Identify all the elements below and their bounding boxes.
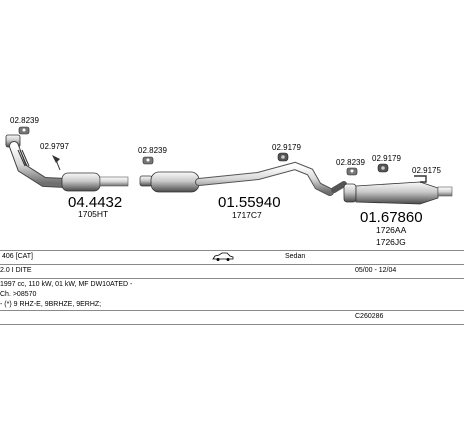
model-row: 406 [CAT] Sedan <box>0 250 464 264</box>
intermediate-pipe-fill <box>196 162 333 195</box>
body-type: Sedan <box>285 253 306 260</box>
center-silencer <box>150 171 200 193</box>
clamp-icon <box>18 126 30 135</box>
part-number[interactable]: 02.9179 <box>272 143 301 152</box>
part-number-main[interactable]: 04.4432 <box>68 194 122 211</box>
rear-silencer-assembly <box>331 181 453 205</box>
flex-joint <box>17 149 26 167</box>
front-pipe-assembly <box>5 134 129 192</box>
part-number[interactable]: 02.9797 <box>40 142 69 151</box>
engine-codes: - (*) 9 RHZ-E, 9BRHZE, 9ERHZ; <box>0 301 102 308</box>
cat-outlet-pipe <box>99 176 129 187</box>
oe-reference: 1717C7 <box>232 210 262 220</box>
center-silencer-assembly <box>139 161 334 196</box>
clamp-icon <box>142 156 154 165</box>
reference-row: C260286 <box>0 310 464 324</box>
tailpipe <box>437 186 453 197</box>
front-pipe-fill <box>10 142 70 187</box>
part-number[interactable]: 02.8239 <box>138 146 167 155</box>
flex-joint <box>19 149 28 167</box>
part-number[interactable]: 02.8239 <box>336 158 365 167</box>
rear-inlet-pipe <box>331 181 347 193</box>
chassis-number: Ch. >08570 <box>0 291 37 298</box>
clamp-icon <box>346 167 358 176</box>
part-number[interactable]: 02.9179 <box>372 154 401 163</box>
part-number-main[interactable]: 01.55940 <box>218 194 281 211</box>
engine-codes-row: - (*) 9 RHZ-E, 9BRHZE, 9ERHZ; <box>0 298 464 312</box>
catalytic-converter <box>61 172 101 192</box>
oe-reference: 1726AA <box>376 225 407 235</box>
rear-silencer <box>355 181 439 205</box>
bracket-icon <box>414 175 427 183</box>
bolt-icon <box>52 155 61 171</box>
part-number[interactable]: 02.8239 <box>10 116 39 125</box>
engine-specs: 1997 cc, 110 kW, 01 kW, MF DW10ATED - <box>0 281 133 288</box>
divider <box>0 278 464 279</box>
engine-row: 2.0 I DITE 05/00 - 12/04 <box>0 264 464 278</box>
divider <box>0 310 464 311</box>
exhaust-system-diagram: 02.8239 02.9797 04.4432 1705HT 02.8239 0… <box>5 116 453 247</box>
rubber-mount-icon <box>277 152 289 162</box>
flex-joint <box>21 149 30 167</box>
rubber-mount-icon <box>377 163 389 173</box>
flange <box>343 183 357 203</box>
car-sedan-icon <box>212 252 234 268</box>
part-number[interactable]: 02.9175 <box>412 166 441 175</box>
specs-row: 1997 cc, 110 kW, 01 kW, MF DW10ATED - <box>0 278 464 292</box>
production-dates: 05/00 - 12/04 <box>355 267 397 274</box>
oe-reference: 1705HT <box>78 209 108 219</box>
model-name: 406 [CAT] <box>2 253 33 260</box>
divider <box>0 264 464 265</box>
divider <box>0 250 464 251</box>
part-number-main[interactable]: 01.67860 <box>360 209 423 226</box>
oe-reference: 1726JG <box>376 237 406 247</box>
divider <box>0 324 464 325</box>
catalog-reference: C260286 <box>355 313 384 320</box>
flange <box>139 175 153 187</box>
engine-type: 2.0 I DITE <box>0 267 32 274</box>
chassis-row: Ch. >08570 <box>0 288 464 302</box>
